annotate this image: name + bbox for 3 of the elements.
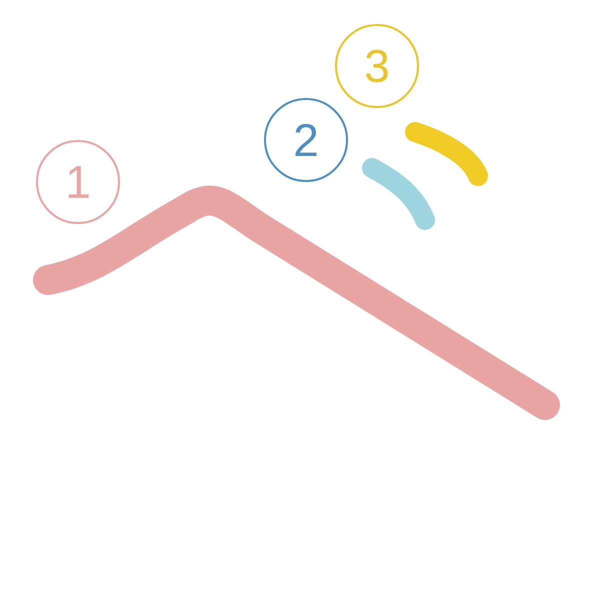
stroke-number: 1	[36, 140, 120, 224]
stroke-number: 2	[264, 98, 348, 182]
stroke-number: 3	[335, 24, 419, 108]
